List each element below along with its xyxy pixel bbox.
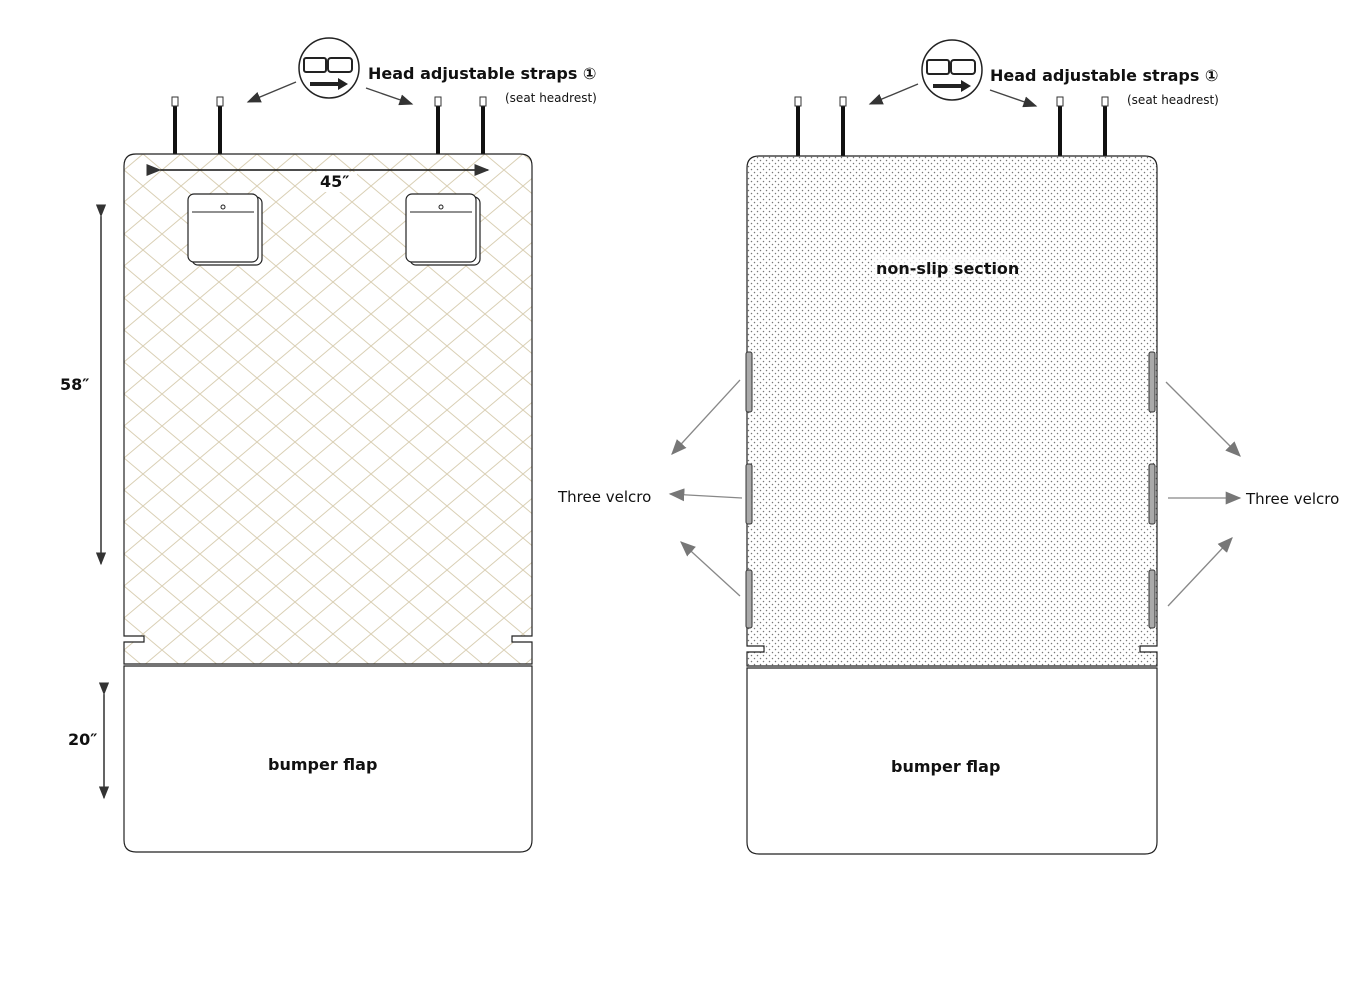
section-label: non-slip section bbox=[876, 259, 1019, 278]
strap-clip bbox=[479, 96, 487, 107]
pocket-left bbox=[187, 193, 263, 266]
bumper-flap-left bbox=[123, 665, 533, 853]
arrow-right-icon bbox=[310, 78, 348, 90]
velcro-strips-right bbox=[1148, 351, 1156, 629]
flap-height-dimension: 20″ bbox=[68, 682, 110, 800]
seat-body-quilted bbox=[123, 153, 533, 665]
arrow-icon bbox=[1165, 381, 1241, 457]
arrow-icon bbox=[668, 488, 743, 502]
strap-clip bbox=[1056, 96, 1064, 107]
velcro-strip bbox=[745, 351, 753, 413]
buckle-icon bbox=[921, 39, 983, 101]
strap-pointer-right bbox=[365, 87, 414, 106]
velcro-strips-left bbox=[745, 351, 753, 629]
velcro-arrows-left bbox=[668, 379, 743, 597]
height-dimension: 58″ bbox=[60, 204, 107, 566]
bumper-flap-right bbox=[746, 667, 1158, 855]
strap-sublabel: (seat headrest) bbox=[1127, 93, 1219, 107]
strap-clip bbox=[794, 96, 802, 107]
strap-pointer-right bbox=[989, 89, 1038, 108]
strap-clip bbox=[434, 96, 442, 107]
strap-pointer-left bbox=[246, 81, 297, 103]
arrow-icon bbox=[680, 541, 741, 597]
strap-pointer-left bbox=[868, 83, 919, 105]
left-straps bbox=[171, 96, 487, 154]
arrow-right-icon bbox=[933, 80, 971, 92]
strap-label: Head adjustable straps ① bbox=[990, 66, 1218, 85]
width-dimension: 45″ bbox=[146, 164, 490, 192]
non-slip-body bbox=[746, 155, 1158, 667]
velcro-strip bbox=[1148, 569, 1156, 629]
strap-clip bbox=[1101, 96, 1109, 107]
arrow-icon bbox=[1167, 537, 1233, 607]
velcro-strip bbox=[745, 463, 753, 525]
right-straps bbox=[794, 96, 1109, 156]
velcro-strip bbox=[1148, 463, 1156, 525]
right-panel: Head adjustable straps ① (seat headrest)… bbox=[557, 39, 1339, 855]
velcro-strip bbox=[745, 569, 753, 629]
flap-label: bumper flap bbox=[268, 755, 377, 774]
buckle-icon bbox=[298, 37, 360, 99]
strap-label: Head adjustable straps ① bbox=[368, 64, 596, 83]
width-label: 45″ bbox=[320, 172, 349, 191]
velcro-right-label: Three velcro bbox=[1245, 490, 1339, 508]
strap-clip bbox=[171, 96, 179, 107]
strap-clip bbox=[216, 96, 224, 107]
arrow-icon bbox=[671, 379, 741, 455]
velcro-arrows-right bbox=[1165, 381, 1242, 607]
flap-height-label: 20″ bbox=[68, 730, 97, 749]
height-label: 58″ bbox=[60, 375, 89, 394]
strap-sublabel: (seat headrest) bbox=[505, 91, 597, 105]
strap-clip bbox=[839, 96, 847, 107]
velcro-left-label: Three velcro bbox=[557, 488, 651, 506]
left-panel: Head adjustable straps ① (seat headrest)… bbox=[60, 37, 597, 853]
pocket-right bbox=[405, 193, 481, 266]
flap-label: bumper flap bbox=[891, 757, 1000, 776]
velcro-strip bbox=[1148, 351, 1156, 413]
